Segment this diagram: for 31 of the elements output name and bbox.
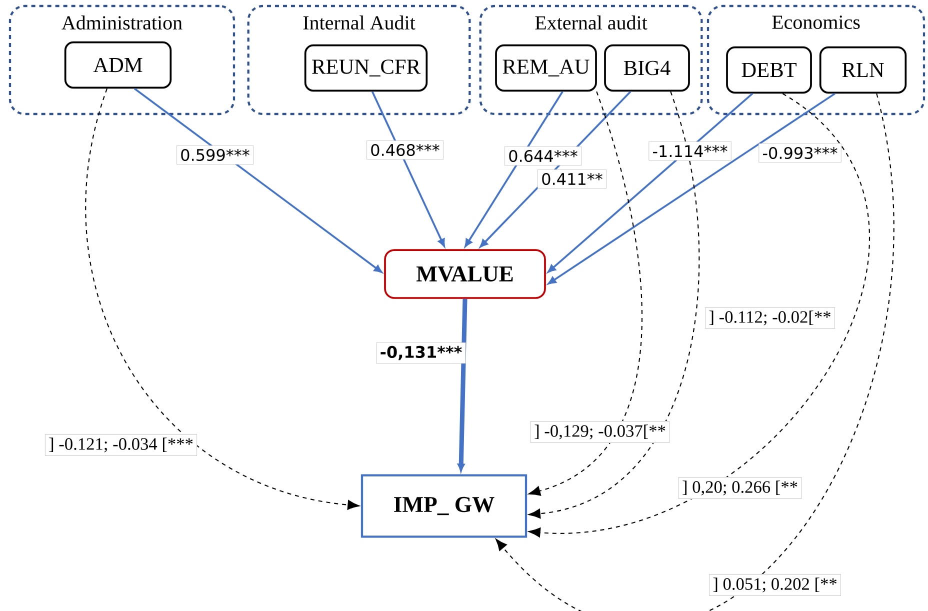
- arrow: [371, 91, 445, 247]
- variable-box: DEBT: [726, 46, 812, 94]
- edge-label: 0.644***: [504, 146, 582, 166]
- edge-label: -0.993***: [758, 143, 842, 163]
- arrow: [458, 298, 468, 472]
- edge-label: ] -0.112; -0.02[**: [705, 307, 835, 329]
- arrow: [86, 88, 360, 510]
- edge-label: -0,131***: [376, 342, 466, 364]
- variable-box: ADM: [64, 41, 172, 89]
- edge-label: 0.411**: [538, 169, 607, 189]
- arrow: [134, 88, 382, 273]
- edge-label: -1.114***: [648, 141, 732, 161]
- arrow: [496, 94, 894, 611]
- arrow: [528, 93, 869, 538]
- edge-label: ] 0,20; 0.266 [**: [678, 477, 802, 499]
- variable-box: BIG4: [604, 44, 690, 92]
- edge-label: 0.468***: [366, 140, 444, 160]
- variable-box: IMP_ GW: [360, 474, 528, 538]
- edge-label: ] -0,129; -0.037[**: [530, 421, 670, 443]
- variable-box: RLN: [819, 46, 907, 94]
- arrow: [528, 91, 642, 496]
- arrow: [548, 92, 754, 273]
- variable-box: REM_AU: [495, 44, 597, 92]
- edge-label: ] 0.051; 0.202 [**: [709, 574, 841, 596]
- edge-label: 0.599***: [176, 145, 254, 165]
- arrow: [528, 91, 700, 519]
- arrow: [464, 91, 564, 247]
- variable-box: REUN_CFR: [304, 44, 428, 92]
- edge-label: ] -0.121; -0.034 [***: [44, 434, 198, 456]
- variable-box: MVALUE: [384, 249, 546, 299]
- arrow: [548, 92, 836, 284]
